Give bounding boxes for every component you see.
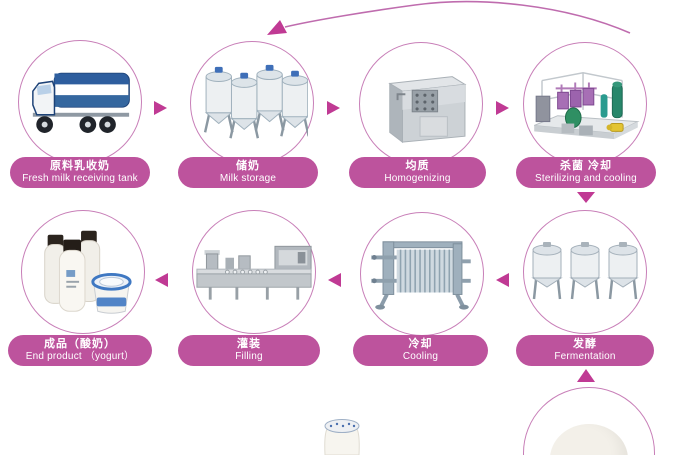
partial-stage-circle — [523, 387, 655, 455]
stage-label-storage: 储奶 Milk storage — [178, 157, 318, 188]
stage-label-en: Milk storage — [219, 173, 277, 185]
filling-machine-icon — [196, 245, 312, 300]
stage-label-en: Filling — [235, 351, 263, 363]
flow-arrow-right-icon — [154, 101, 167, 115]
stage-label-en: Sterilizing and cooling — [535, 173, 637, 185]
flow-arrow-left-icon — [155, 273, 168, 287]
stage-label-zh: 原料乳收奶 — [50, 160, 110, 173]
stage-label-zh: 均质 — [405, 160, 430, 173]
stage-label-end-product: 成品（酸奶） End product （yogurt） — [8, 335, 152, 366]
stage-label-receiving: 原料乳收奶 Fresh milk receiving tank — [10, 157, 150, 188]
white-product-dome-icon — [550, 424, 628, 455]
flow-arrow-right-icon — [327, 101, 340, 115]
flow-arrow-left-icon — [496, 273, 509, 287]
sterilizer-skid-icon — [533, 71, 640, 140]
stage-label-zh: 杀菌 冷却 — [559, 160, 613, 173]
stage-label-homogenizing: 均质 Homogenizing — [349, 157, 486, 188]
flow-arrow-up-icon — [577, 369, 595, 382]
stage-label-zh: 成品（酸奶） — [44, 338, 116, 351]
stage-label-zh: 灌装 — [237, 338, 261, 351]
storage-tanks-icon — [203, 63, 308, 140]
stage-label-fermentation: 发酵 Fermentation — [516, 335, 654, 366]
flow-arrow-down-icon — [577, 192, 595, 203]
plate-cooler-icon — [371, 241, 471, 310]
stage-circle-end-product — [21, 210, 145, 334]
homogenizer-icon — [388, 76, 467, 144]
stage-label-zh: 发酵 — [573, 338, 597, 351]
stage-circle-fermentation — [523, 210, 647, 334]
stage-label-cooling: 冷却 Cooling — [353, 335, 488, 366]
stage-circle-sterilizing — [523, 42, 647, 166]
milk-truck-icon — [32, 72, 130, 133]
stage-label-en: Homogenizing — [384, 173, 451, 185]
stage-circle-receiving — [18, 40, 142, 164]
stage-label-en: Fermentation — [554, 351, 616, 363]
yogurt-products-icon — [44, 230, 132, 314]
stage-label-en: End product （yogurt） — [25, 351, 135, 363]
stage-label-en: Fresh milk receiving tank — [22, 173, 138, 185]
stage-circle-homogenizing — [359, 42, 483, 166]
flow-arrow-right-icon — [496, 101, 509, 115]
stage-label-zh: 冷却 — [408, 338, 433, 351]
stage-circle-storage — [190, 41, 314, 165]
stage-label-filling: 灌装 Filling — [178, 335, 320, 366]
stage-circle-cooling — [360, 212, 484, 336]
milk-bottle-top-icon — [324, 419, 360, 455]
stage-label-zh: 储奶 — [236, 160, 260, 173]
stage-circle-filling — [192, 210, 316, 334]
flow-arrow-left-icon — [328, 273, 341, 287]
stage-label-en: Cooling — [402, 351, 439, 363]
fermentation-tanks-icon — [531, 241, 639, 301]
stage-label-sterilizing: 杀菌 冷却 Sterilizing and cooling — [516, 157, 656, 188]
